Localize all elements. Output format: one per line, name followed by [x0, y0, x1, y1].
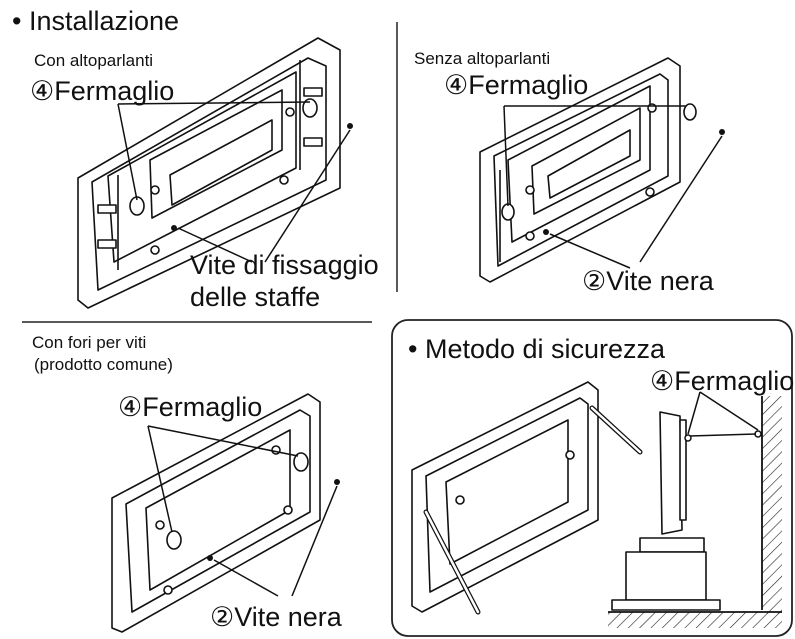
floor-hatch — [608, 612, 782, 628]
label-fermaglio: ④Fermaglio — [118, 392, 263, 422]
screw-icon — [543, 129, 725, 235]
label-prodotto-comune: (prodotto comune) — [34, 355, 173, 374]
clip-icon — [501, 103, 697, 221]
leader-lines — [117, 101, 351, 263]
label-fermaglio: ④Fermaglio — [30, 76, 175, 106]
label-delle-staffe: delle staffe — [190, 282, 321, 312]
label-fermaglio: ④Fermaglio — [650, 366, 795, 396]
tv-safety-rear — [411, 381, 599, 613]
label-senza-altoparlanti: Senza altoparlanti — [414, 49, 551, 68]
label-fermaglio: ④Fermaglio — [444, 70, 589, 100]
title-installazione: • Installazione — [12, 6, 180, 36]
screw-icon — [207, 479, 340, 561]
label-vite-fissaggio: Vite di fissaggio — [190, 250, 379, 280]
tv-without-speakers — [479, 57, 681, 283]
safety-panel-frame — [391, 319, 793, 637]
wall-hatch — [762, 396, 782, 614]
label-vite-nera: ②Vite nera — [210, 602, 342, 632]
label-vite-nera: ②Vite nera — [582, 266, 714, 296]
label-con-fori: Con fori per viti — [32, 333, 147, 352]
tv-with-speakers — [77, 37, 341, 309]
tv-with-screw-holes — [111, 393, 321, 633]
screw-icon — [171, 123, 353, 231]
strap-lines-inner — [424, 406, 642, 614]
label-con-altoparlanti: Con altoparlanti — [34, 51, 154, 70]
leader-lines — [687, 391, 759, 437]
title-metodo-sicurezza: • Metodo di sicurezza — [408, 334, 666, 364]
clip-icon — [166, 452, 309, 550]
leader-lines — [147, 425, 338, 597]
leader-lines — [503, 105, 723, 269]
tv-safety-side — [611, 411, 721, 611]
